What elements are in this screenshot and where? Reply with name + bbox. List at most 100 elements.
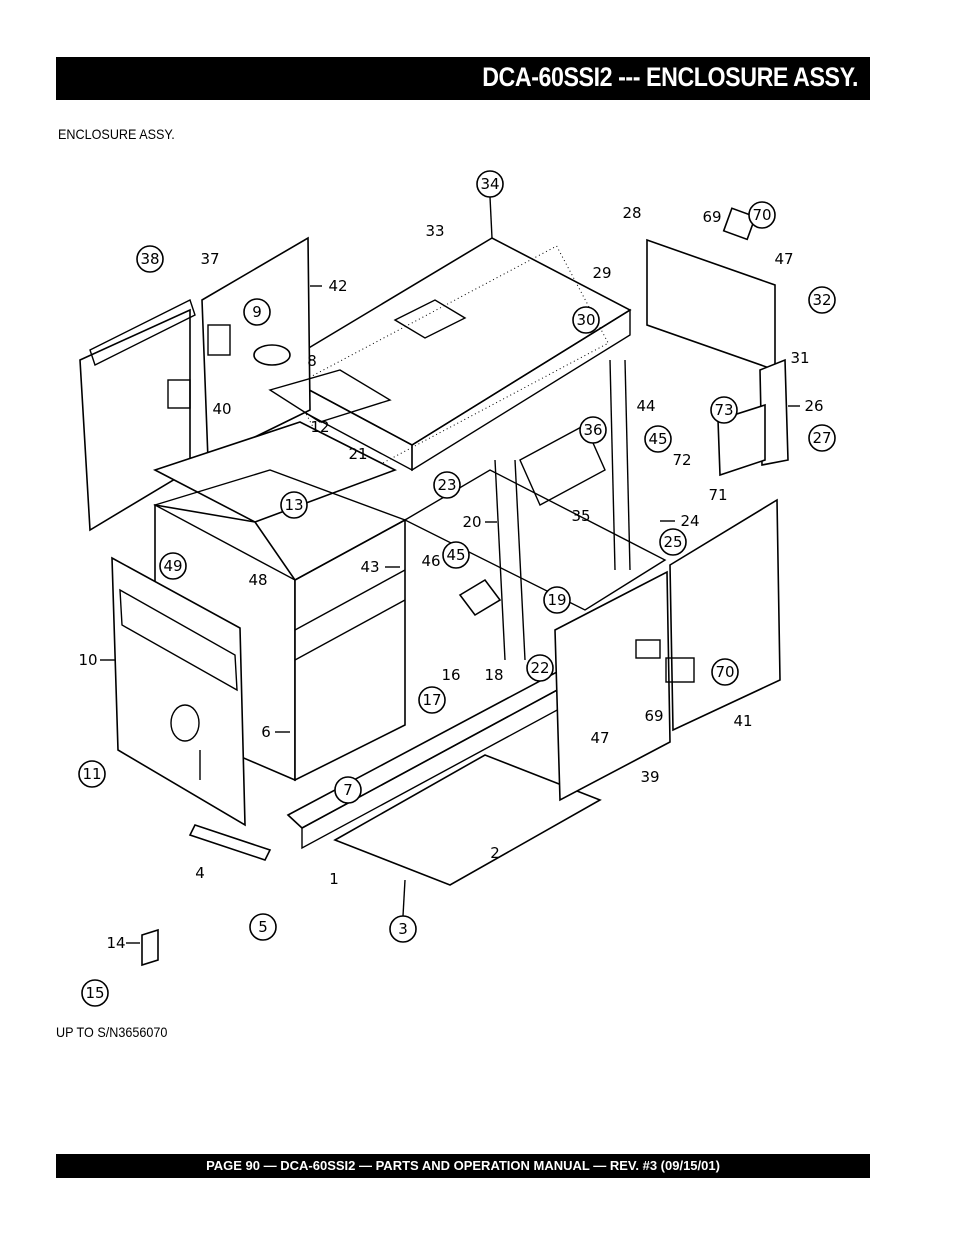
rear-frame-drawing: [403, 359, 667, 661]
callout-label: 6: [261, 723, 271, 741]
callout-28: 28: [622, 204, 641, 222]
callout-label: 70: [752, 206, 771, 224]
callout-label: 70: [715, 663, 734, 681]
callout-25: 25: [659, 528, 687, 556]
callout-26: 26: [788, 397, 824, 415]
callout-49: 49: [159, 552, 187, 580]
callout-label: 47: [590, 729, 609, 747]
callout-33: 33: [425, 222, 444, 240]
callout-label: 10: [78, 651, 97, 669]
callout-19: 19: [543, 586, 571, 614]
callout-label: 3: [398, 920, 408, 938]
callout-label: 73: [714, 401, 733, 419]
callout-label: 45: [648, 430, 667, 448]
callout-label: 46: [421, 552, 440, 570]
callout-41: 41: [733, 712, 752, 730]
callout-17: 17: [418, 686, 446, 714]
callout-label: 14: [106, 934, 125, 952]
callout-label: 22: [530, 659, 549, 677]
callout-70-lower: 70: [711, 658, 739, 686]
callout-label: 28: [622, 204, 641, 222]
callout-label: 25: [663, 533, 682, 551]
callout-label: 16: [441, 666, 460, 684]
callout-label: 36: [583, 421, 602, 439]
callout-label: 32: [812, 291, 831, 309]
callout-label: 11: [82, 765, 101, 783]
callout-23: 23: [433, 471, 461, 499]
page-header-bar: DCA-60SSI2 --- ENCLOSURE ASSY.: [56, 57, 870, 100]
callout-label: 23: [437, 476, 456, 494]
callout-18: 18: [484, 666, 503, 684]
callout-label: 8: [307, 352, 317, 370]
callout-42: 42: [310, 277, 348, 295]
callout-22: 22: [526, 654, 554, 682]
base-skid-drawing: [188, 664, 602, 886]
callout-9: 9: [243, 298, 271, 326]
callout-label: 4: [195, 864, 205, 882]
callout-label: 7: [343, 781, 353, 799]
exploded-parts-diagram: 34 33 28 69 70 47 38 37 42 29: [40, 160, 900, 1020]
page-footer-bar: PAGE 90 — DCA-60SSI2 — PARTS AND OPERATI…: [56, 1154, 870, 1178]
section-label: ENCLOSURE ASSY.: [58, 126, 175, 142]
callout-label: 45: [446, 546, 465, 564]
serial-number-note: UP TO S/N3656070: [56, 1024, 168, 1040]
callout-label: 19: [547, 591, 566, 609]
callout-label: 39: [640, 768, 659, 786]
callout-73: 73: [710, 396, 738, 424]
callout-40: 40: [212, 400, 231, 418]
callout-label: 35: [571, 507, 590, 525]
callout-label: 17: [422, 691, 441, 709]
callout-72: 72: [672, 451, 691, 469]
callout-20: 20: [462, 513, 497, 531]
callout-48: 48: [248, 571, 267, 589]
callout-label: 27: [812, 429, 831, 447]
callout-27: 27: [808, 424, 836, 452]
callout-8: 8: [307, 352, 317, 370]
callout-15: 15: [81, 979, 109, 1007]
callout-34: 34: [476, 170, 504, 239]
callout-label: 49: [163, 557, 182, 575]
callout-label: 1: [329, 870, 339, 888]
callout-label: 30: [576, 311, 595, 329]
callout-7: 7: [334, 776, 362, 804]
callout-label: 9: [252, 303, 262, 321]
callout-label: 41: [733, 712, 752, 730]
front-panel-drawing: [111, 556, 246, 827]
callout-label: 37: [200, 250, 219, 268]
callout-71: 71: [708, 486, 727, 504]
callout-1: 1: [329, 870, 339, 888]
callout-45-lower: 45: [442, 541, 470, 569]
callout-35: 35: [571, 507, 590, 525]
callout-label: 31: [790, 349, 809, 367]
callout-label: 34: [480, 175, 499, 193]
callout-label: 47: [774, 250, 793, 268]
callout-label: 12: [310, 418, 329, 436]
callout-label: 2: [490, 844, 500, 862]
footer-text: PAGE 90 — DCA-60SSI2 — PARTS AND OPERATI…: [206, 1158, 720, 1173]
callout-12: 12: [310, 418, 329, 436]
callout-label: 15: [85, 984, 104, 1002]
callout-29: 29: [592, 264, 611, 282]
callout-label: 44: [636, 397, 655, 415]
callout-label: 20: [462, 513, 481, 531]
callout-6: 6: [261, 723, 290, 741]
callout-38: 38: [136, 245, 164, 273]
callout-label: 33: [425, 222, 444, 240]
callout-label: 42: [328, 277, 347, 295]
callout-16: 16: [441, 666, 460, 684]
callout-label: 21: [348, 445, 367, 463]
callout-label: 43: [360, 558, 379, 576]
callout-13: 13: [280, 491, 308, 519]
callout-47-lower: 47: [590, 729, 609, 747]
callout-label: 48: [248, 571, 267, 589]
callout-39: 39: [640, 768, 659, 786]
callout-label: 29: [592, 264, 611, 282]
callout-4: 4: [195, 864, 205, 882]
callout-21: 21: [348, 445, 367, 463]
callout-32: 32: [808, 286, 836, 314]
callout-31: 31: [790, 349, 809, 367]
callout-47-top: 47: [774, 250, 793, 268]
callout-label: 13: [284, 496, 303, 514]
right-side-panels-drawing: [554, 498, 781, 802]
callout-5: 5: [249, 913, 277, 941]
